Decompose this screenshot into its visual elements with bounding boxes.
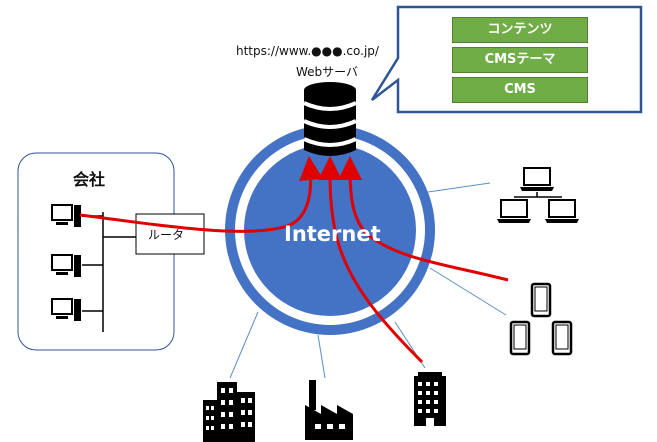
office-buildings-icon (203, 382, 255, 442)
arrow-mobile-to-server (338, 156, 509, 282)
pc-icon (51, 254, 81, 277)
link-line-factory (317, 334, 326, 379)
internet-core (244, 144, 416, 316)
callout-item-contents: コンテンツ (452, 17, 588, 43)
pc-icon (51, 298, 81, 321)
smartphone-icon (530, 282, 552, 318)
server-label: Webサーバ (296, 65, 359, 79)
tall-building-icon (414, 372, 446, 426)
callout-item-cms: CMS (452, 77, 588, 103)
link-line-office (229, 311, 259, 379)
internet-label: Internet (284, 222, 381, 246)
web-server-icon (303, 82, 357, 156)
router-box (135, 213, 205, 255)
laptop-icon (497, 199, 531, 223)
router-label: ルータ (148, 228, 185, 242)
server-url: https://www.●●●.co.jp/ (236, 44, 379, 58)
callout-item-cms-theme: CMSテーマ (452, 47, 588, 73)
factory-icon (305, 380, 353, 440)
company-label: 会社 (73, 170, 106, 189)
link-line-phones (429, 267, 507, 316)
pc-icon (51, 204, 81, 227)
smartphone-icon (509, 320, 531, 356)
laptop-icon (545, 199, 579, 223)
arrow-company-to-server (79, 156, 324, 233)
laptop-icon (520, 167, 554, 191)
smartphone-icon (551, 320, 573, 356)
link-line-laptops (427, 182, 491, 193)
arrow-building-to-server (318, 156, 424, 364)
